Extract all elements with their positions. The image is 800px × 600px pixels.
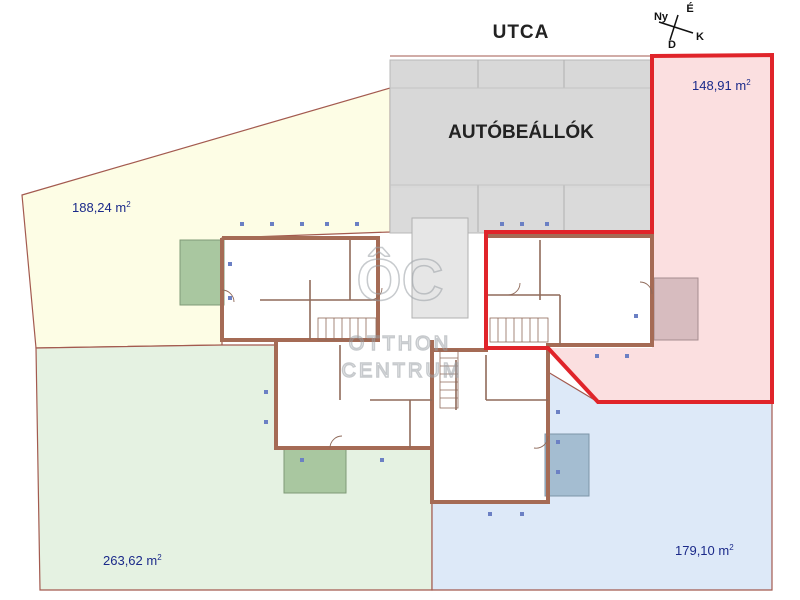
compass-north: É — [686, 2, 693, 15]
svg-text:OTTHON: OTTHON — [349, 333, 451, 355]
parking-label: AUTÓBEÁLLÓK — [448, 121, 594, 143]
compass-west: Ny — [654, 11, 669, 23]
window-markers — [228, 222, 638, 516]
compass-east: K — [696, 31, 704, 43]
parking-area: AUTÓBEÁLLÓK — [389, 59, 653, 319]
terrace-south-west — [283, 447, 347, 494]
highlighted-unit-outline — [484, 52, 774, 404]
svg-text:ÔC: ÔC — [357, 248, 444, 313]
terrace-west — [179, 239, 225, 306]
plot-south-east-area: 179,10 m2 — [675, 543, 734, 558]
compass-south: D — [668, 39, 676, 51]
svg-text:CENTRUM: CENTRUM — [342, 360, 463, 382]
door-swings — [221, 281, 653, 449]
staircase-west — [317, 317, 377, 341]
compass-rose: É Ny K D — [654, 2, 704, 51]
interior-walls — [260, 240, 561, 448]
terrace-south-east — [544, 433, 590, 497]
plot-south-west-area: 263,62 m2 — [103, 553, 162, 568]
plot-north-west — [21, 87, 391, 349]
terrace-east — [653, 277, 699, 341]
plot-north-east-area: 148,91 m2 — [692, 78, 751, 93]
staircase-centre — [439, 349, 459, 409]
plot-north-east — [548, 55, 772, 402]
plot-north-west-area: 188,24 m2 — [72, 200, 131, 215]
staircase-east — [489, 317, 549, 343]
watermark-logo: ÔC OTTHON CENTRUM — [341, 247, 463, 383]
street-label: UTCA — [493, 22, 550, 43]
